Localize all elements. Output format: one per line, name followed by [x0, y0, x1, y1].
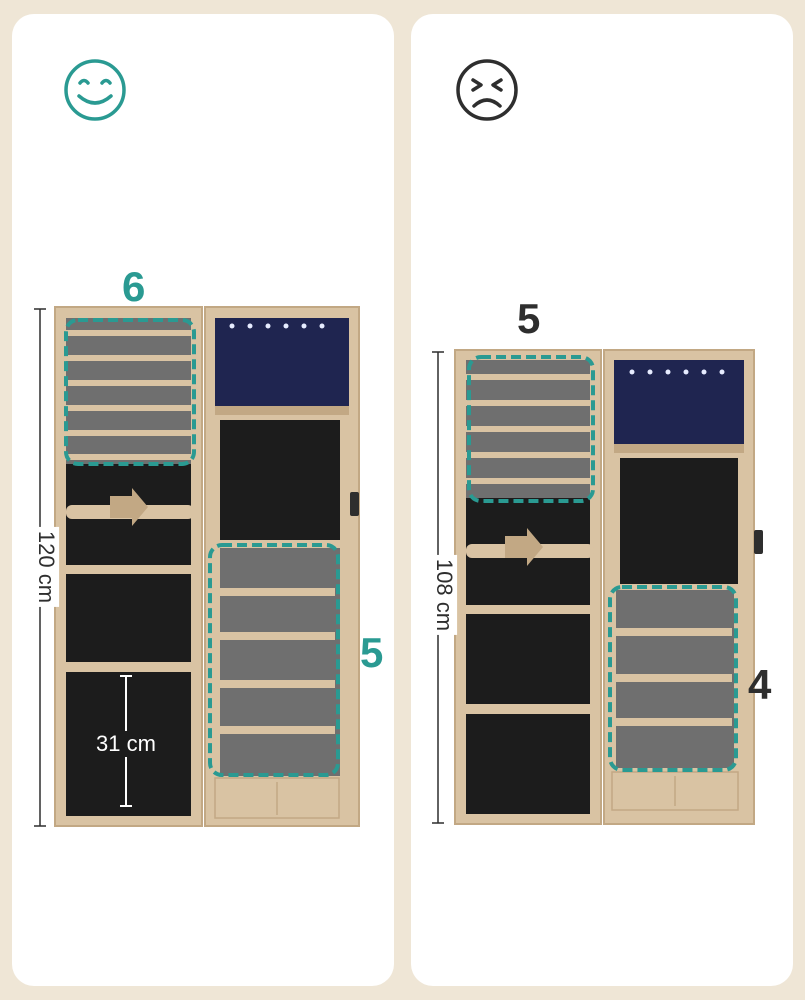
cabinet-right [432, 349, 763, 825]
height-label-left: 120 cm [33, 526, 60, 608]
upper-count-right: 5 [517, 295, 541, 342]
lower-count-right: 4 [748, 661, 772, 708]
inner-height-label-left: 31 cm [92, 731, 160, 757]
highlight-lower-right [608, 585, 738, 772]
lock-icon [754, 530, 763, 554]
highlight-lower-left [208, 543, 340, 777]
frowning-face-icon [456, 59, 518, 121]
smiling-face-icon [64, 59, 126, 121]
lower-count-left: 5 [360, 629, 384, 676]
cabinet-left [34, 306, 360, 827]
upper-count-left: 6 [122, 263, 146, 310]
lock-icon [350, 492, 359, 516]
highlight-upper-right [467, 355, 595, 503]
earring-rows-left [66, 330, 191, 460]
height-label-right: 108 cm [431, 554, 458, 636]
earring-rows-right [466, 374, 590, 484]
highlight-upper-left [64, 318, 196, 466]
